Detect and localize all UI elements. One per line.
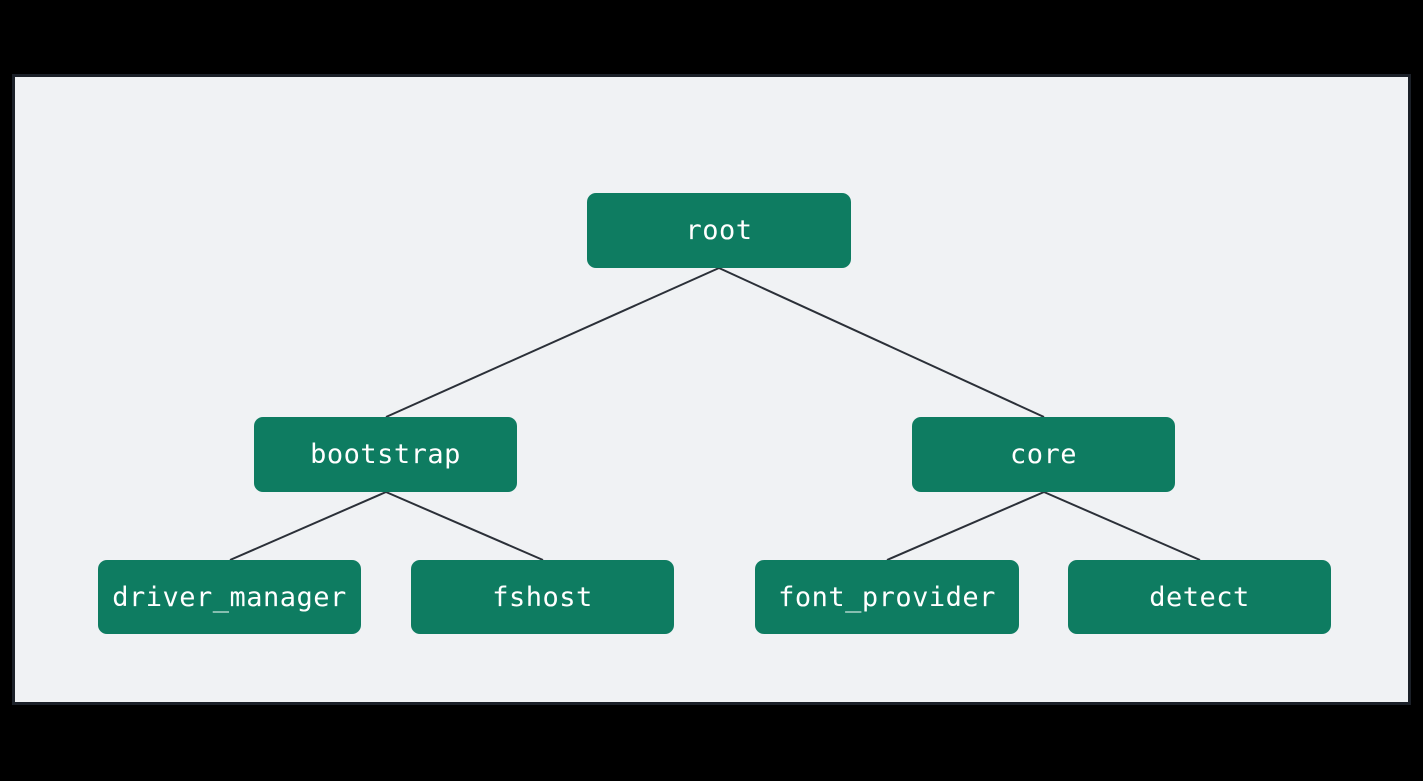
tree-edge-core-to-detect bbox=[1043, 491, 1201, 561]
tree-node-label: bootstrap bbox=[310, 439, 461, 470]
tree-node-label: fshost bbox=[492, 581, 593, 613]
tree-node-detect[interactable]: detect bbox=[1068, 560, 1331, 634]
tree-node-driver_manager[interactable]: driver_manager bbox=[98, 560, 361, 634]
tree-edge-bootstrap-to-fshost bbox=[385, 491, 544, 561]
tree-node-label: root bbox=[685, 215, 753, 246]
tree-edge-root-to-bootstrap bbox=[385, 267, 720, 418]
tree-edge-core-to-font_provider bbox=[886, 491, 1045, 561]
tree-node-root[interactable]: root bbox=[587, 193, 851, 268]
tree-node-label: driver_manager bbox=[112, 581, 347, 613]
tree-edge-root-to-core bbox=[718, 267, 1045, 418]
diagram-panel: root bootstrap core driver_manager fshost fon… bbox=[12, 74, 1411, 705]
tree-node-fshost[interactable]: fshost bbox=[411, 560, 674, 634]
tree-canvas: root bootstrap core driver_manager fshost fon… bbox=[15, 77, 1408, 702]
tree-edge-bootstrap-to-driver_manager bbox=[229, 491, 387, 561]
tree-node-core[interactable]: core bbox=[912, 417, 1175, 492]
tree-node-label: detect bbox=[1149, 581, 1250, 613]
tree-node-font_provider[interactable]: font_provider bbox=[755, 560, 1019, 634]
tree-node-bootstrap[interactable]: bootstrap bbox=[254, 417, 517, 492]
tree-node-label: core bbox=[1009, 439, 1078, 470]
tree-node-label: font_provider bbox=[778, 581, 996, 613]
